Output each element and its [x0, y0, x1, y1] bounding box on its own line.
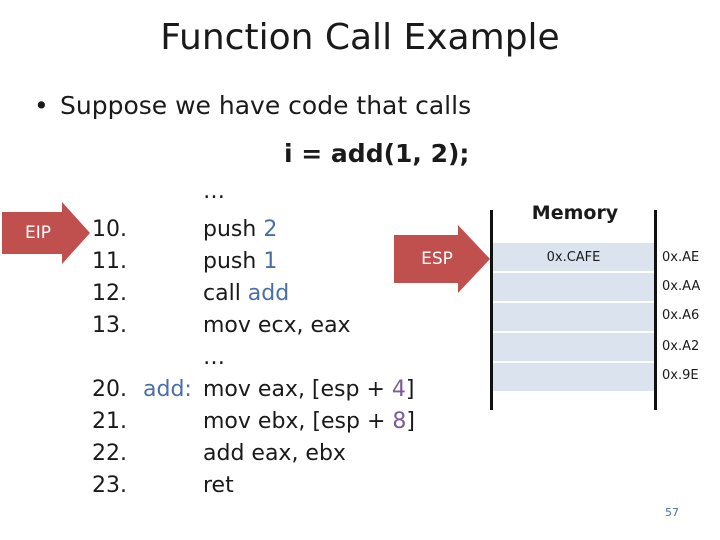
line-number: 11. — [92, 249, 127, 274]
line-number: 21. — [92, 409, 127, 434]
bullet-marker: • — [34, 91, 49, 120]
code-line: mov ecx, eax — [203, 313, 351, 338]
code-ellipsis-mid: … — [203, 345, 225, 370]
line-number: 20. — [92, 377, 127, 402]
memory-address: 0x.A6 — [662, 308, 700, 323]
page-number: 57 — [665, 506, 679, 519]
code-line: ret — [203, 473, 234, 498]
code-ellipsis-top: … — [203, 179, 225, 204]
eip-arrow-icon — [2, 202, 90, 264]
memory-address: 0x.A2 — [662, 339, 700, 354]
code-line: push 2 — [203, 217, 278, 242]
bullet-line: • Suppose we have code that calls — [34, 88, 471, 124]
eip-label: EIP — [24, 223, 51, 243]
slide-title: Function Call Example — [160, 17, 560, 58]
memory-left-border — [490, 210, 493, 410]
memory-title: Memory — [531, 202, 619, 224]
code-line: add eax, ebx — [203, 441, 346, 466]
memory-cell — [493, 363, 654, 393]
memory-cell — [493, 273, 654, 303]
memory-cell: 0x.CAFE — [493, 243, 654, 273]
code-line: push 1 — [203, 249, 278, 274]
code-line: call add — [203, 281, 290, 306]
code-line: mov ebx, [esp + 8] — [203, 409, 415, 434]
bullet-text: Suppose we have code that calls — [60, 91, 472, 120]
code-line: mov eax, [esp + 4] — [203, 377, 415, 402]
function-call-code: i = add(1, 2); — [284, 139, 470, 168]
memory-address: 0x.AE — [662, 250, 700, 265]
line-number: 23. — [92, 473, 127, 498]
line-number: 13. — [92, 313, 127, 338]
memory-right-border — [654, 210, 657, 410]
memory-cell — [493, 303, 654, 333]
line-number: 12. — [92, 281, 127, 306]
memory-cell-value: 0x.CAFE — [546, 250, 601, 265]
line-number: 10. — [92, 217, 127, 242]
memory-address: 0x.9E — [662, 368, 699, 383]
line-number: 22. — [92, 441, 127, 466]
memory-address: 0x.AA — [662, 279, 701, 294]
code-label-add: add: — [143, 377, 192, 402]
memory-cell — [493, 333, 654, 363]
esp-label: ESP — [421, 249, 453, 269]
esp-arrow-icon — [394, 225, 490, 293]
